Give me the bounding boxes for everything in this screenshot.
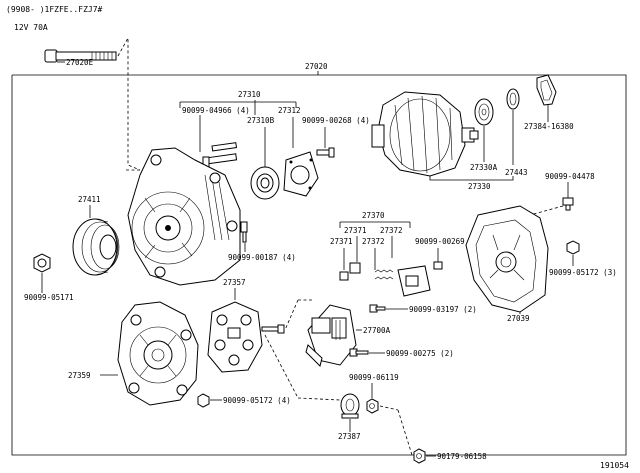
screw-90099-00268	[316, 147, 335, 158]
spec-line: 12V 70A	[14, 23, 48, 32]
rear-end-frame-27359	[117, 301, 199, 406]
label-90099-00275: 90099-00275 (2)	[386, 349, 454, 358]
reference-number: 191054	[600, 461, 629, 470]
label-27330a: 27330A	[470, 163, 498, 172]
label-27372-b: 27372	[362, 237, 385, 246]
label-27443: 27443	[505, 168, 528, 177]
insulator-27387	[340, 393, 360, 419]
drive-end-frame	[127, 147, 241, 286]
label-27371-a: 27371	[344, 226, 367, 235]
screw-90099-03197	[369, 304, 386, 313]
through-bolt-27020e	[44, 49, 117, 63]
label-27370: 27370	[362, 211, 385, 220]
rectifier-stud-bolt	[261, 324, 285, 334]
label-90099-04478: 90099-04478	[545, 172, 595, 181]
label-90099-00269: 90099-00269	[415, 237, 465, 246]
label-90179-06158: 90179-06158	[437, 452, 487, 461]
screw-90099-00269	[433, 261, 443, 270]
label-90099-00268: 90099-00268 (4)	[302, 116, 370, 125]
screw-90099-04478	[562, 197, 574, 211]
label-27387: 27387	[338, 432, 361, 441]
rotor-27330	[371, 91, 479, 177]
bearing-27310b	[250, 166, 280, 200]
label-27020: 27020	[305, 62, 328, 71]
bolt-90099-00187	[240, 221, 248, 243]
bearing-27330a	[474, 98, 494, 126]
label-90099-05172-3: 90099-05172 (3)	[549, 268, 617, 277]
label-27700a: 27700A	[363, 326, 391, 335]
label-27330: 27330	[468, 182, 491, 191]
nut-90099-05172-3	[566, 240, 580, 255]
label-90099-06119: 90099-06119	[349, 373, 399, 382]
pulley-27411	[72, 218, 120, 276]
label-90099-00187: 90099-00187 (4)	[228, 253, 296, 262]
label-27384-16380: 27384-16380	[524, 122, 574, 131]
label-27372-a: 27372	[380, 226, 403, 235]
regulator-27700a	[305, 304, 357, 367]
spacer-27443	[506, 88, 520, 110]
nut-90179-06158	[413, 448, 426, 464]
nut-90099-05172-4	[197, 393, 210, 408]
brush-holder-27370	[397, 265, 431, 297]
label-90099-04966: 90099-04966 (4)	[182, 106, 250, 115]
nut-90099-06119	[366, 398, 379, 414]
label-27312: 27312	[278, 106, 301, 115]
rear-cover-27039	[465, 205, 549, 313]
label-90099-03197: 90099-03197 (2)	[409, 305, 477, 314]
rectifier-27357	[207, 301, 263, 373]
brush-27371	[339, 262, 361, 281]
pulley-nut-90099-05171	[33, 253, 51, 273]
label-27371-b: 27371	[330, 237, 353, 246]
assembly-frame	[11, 74, 627, 456]
label-27359: 27359	[68, 371, 91, 380]
model-line: (9908- )1FZFE..FZJ7#	[6, 5, 103, 14]
spring-27372	[374, 269, 394, 280]
label-90099-05172-4: 90099-05172 (4)	[223, 396, 291, 405]
label-27411: 27411	[78, 195, 101, 204]
label-27020e: 27020E	[66, 58, 94, 67]
label-27357: 27357	[223, 278, 246, 287]
screw-90099-00275	[349, 348, 369, 357]
label-27039: 27039	[507, 314, 530, 323]
label-27310: 27310	[238, 90, 261, 99]
stud-bolt-pair	[202, 142, 238, 168]
retainer-plate-27312	[283, 151, 319, 197]
bearing-cover-27384	[536, 74, 557, 106]
label-90099-05171: 90099-05171	[24, 293, 74, 302]
label-27310b: 27310B	[247, 116, 275, 125]
